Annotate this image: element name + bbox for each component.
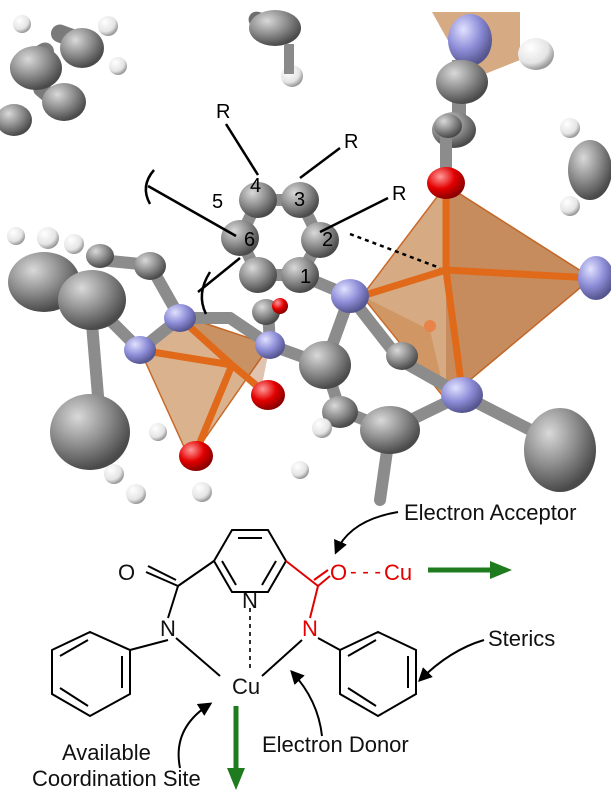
ring-position-5: 5 [212, 191, 223, 213]
label-available-site-line2: Coordination Site [32, 766, 201, 791]
carbonyl-oxygen-left: O [118, 560, 135, 585]
bridging-dashed-bond: - - - [350, 561, 381, 583]
ring-position-1: 1 [300, 266, 311, 288]
arrow-electron-acceptor [334, 511, 399, 555]
carbon-atoms [8, 114, 596, 492]
left-amide [129, 560, 221, 677]
annotation-arrows [177, 511, 485, 769]
background-fragment-top-left [0, 15, 127, 136]
label-electron-acceptor: Electron Acceptor [404, 500, 576, 525]
ligand-schematic: O N N N Cu O - - - Cu Electron Acceptor … [32, 500, 576, 791]
ring-position-labels: 1 2 3 4 5 6 [212, 175, 333, 288]
label-electron-donor: Electron Donor [262, 732, 409, 757]
bridging-carbonyl-oxygen: O [330, 560, 347, 585]
ring-annotation-lines [144, 123, 441, 315]
pyridine-nitrogen: N [242, 588, 258, 613]
background-fragment-top-middle [248, 10, 303, 87]
left-phenyl-ring [51, 630, 131, 718]
copper-center: Cu [232, 674, 260, 699]
substituent-labels: R R R [216, 101, 406, 205]
arrow-sterics [418, 639, 485, 682]
right-amide-donor-bonds [261, 637, 341, 677]
right-amide [285, 560, 331, 619]
substituent-r-2: R [344, 131, 358, 153]
green-arrow-down [227, 706, 245, 790]
substituent-r-3: R [392, 183, 406, 205]
nitrogen-atoms [124, 256, 611, 413]
amide-nitrogen-right: N [302, 616, 318, 641]
arrow-available-site [177, 702, 213, 769]
label-available-site-line1: Available [62, 740, 151, 765]
ring-position-6: 6 [244, 229, 255, 251]
crystal-structure: R R R 1 2 3 4 5 6 [0, 10, 611, 506]
hydrogen-atoms [7, 118, 580, 504]
ring-position-4: 4 [250, 175, 261, 197]
arrow-electron-donor [290, 669, 323, 737]
ring-position-2: 2 [322, 229, 333, 251]
pyridine-ring [212, 529, 288, 593]
bridging-copper: Cu [384, 560, 412, 585]
ring-position-3: 3 [294, 189, 305, 211]
oxygen-atoms [179, 167, 465, 471]
right-phenyl-ring [339, 630, 417, 718]
amide-nitrogen-left: N [160, 616, 176, 641]
label-sterics: Sterics [488, 626, 555, 651]
substituent-r-1: R [216, 101, 230, 123]
green-arrow-right [428, 561, 512, 579]
